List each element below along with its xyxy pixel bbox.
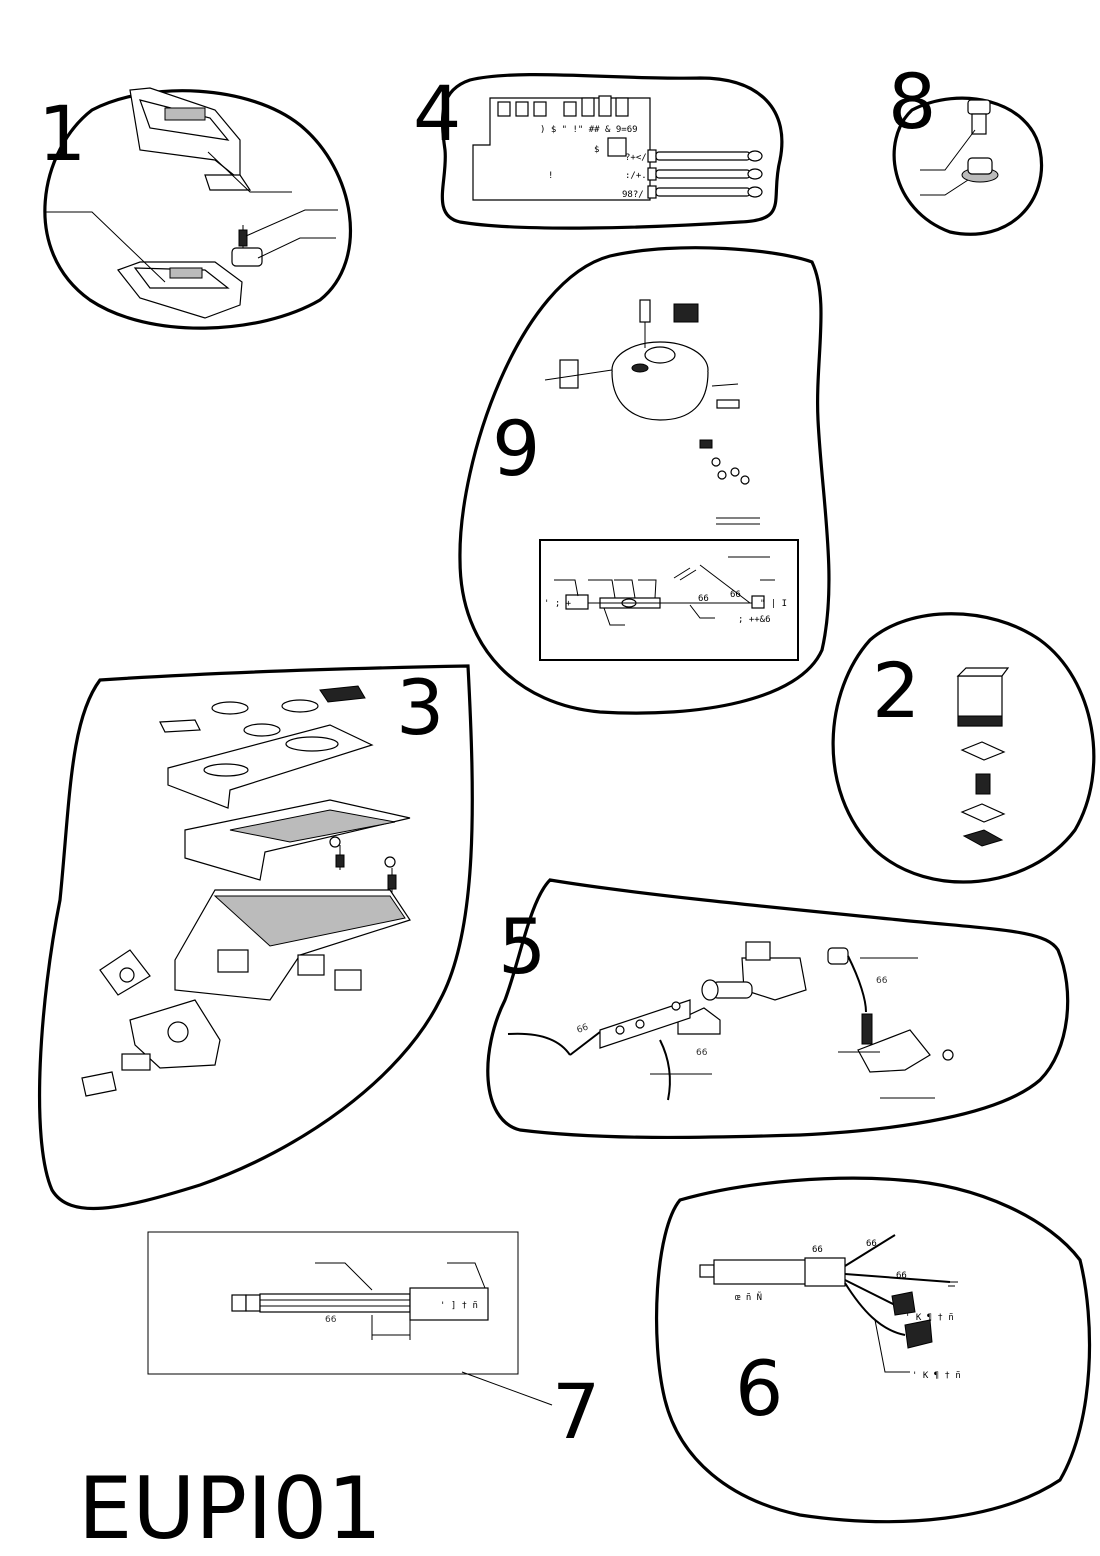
g9-wire-label-66: 66: [698, 594, 709, 604]
pcb-probes: [647, 149, 763, 199]
g9-wire-tag-left: ' ; +: [544, 599, 572, 609]
group-5-number: 5: [498, 902, 546, 991]
group-4-number: 4: [413, 69, 461, 158]
g9-wire-tag-right: " | I: [760, 599, 787, 609]
pcb-pin-label-1: ?+</: [625, 153, 647, 163]
group-3-number: 3: [396, 663, 444, 752]
group-5: 5 66 66 66: [486, 878, 1070, 1140]
group-7-number: 7: [552, 1367, 600, 1456]
diagram-title: EUPI01: [78, 1459, 382, 1556]
group-6-number: 6: [735, 1344, 783, 1433]
pcb-label-bang: !: [548, 171, 553, 181]
g6-wire-label-1: 66: [812, 1245, 823, 1255]
group-6: 6 66 66 66 œ ñ Ñ ' K ¶ † ñ ' K ¶ † ñ: [655, 1176, 1092, 1524]
g6-wire-label-2: 66: [866, 1239, 877, 1249]
group-3-screws: [329, 836, 397, 895]
group-9-number: 9: [492, 404, 540, 493]
g6-tag-1: œ ñ Ñ: [735, 1292, 762, 1303]
g6-tag-2: ' K ¶ † ñ: [905, 1313, 954, 1323]
pcb-components: [497, 95, 629, 157]
group-7: 7 66 ' ] † ñ: [147, 1231, 600, 1456]
g5-wire-label-3: 66: [876, 976, 888, 986]
group-1-number: 1: [38, 89, 86, 178]
group-1: 1: [38, 87, 352, 330]
pcb-label-row: ) $ " !" ## & 9=69: [540, 125, 638, 135]
group-8-number: 8: [888, 57, 936, 146]
g7-wire-label: 66: [325, 1315, 337, 1325]
group-2: 2: [831, 612, 1096, 884]
pcb-pin-label-2: :/+.: [625, 171, 647, 181]
g9-wire-label-66b: 66: [730, 590, 741, 600]
g6-tag-3: ' K ¶ † ñ: [912, 1371, 961, 1381]
group-9: 9 66: [458, 246, 831, 715]
pcb-label-dollar: $: [594, 145, 599, 155]
group-3: 3: [37, 663, 474, 1211]
g5-wire-label-2: 66: [696, 1048, 708, 1058]
pcb-pin-label-3: 98?/: [622, 190, 644, 200]
g7-tag: ' ] † ñ: [440, 1301, 478, 1311]
g5-wire-label-1: 66: [576, 1022, 590, 1035]
g6-wire-label-3: 66: [896, 1271, 907, 1281]
group-4: 4 ) $ " !" ## & 9=69 $ ! ?+</ :/+. 98?/: [413, 69, 784, 230]
group-2-number: 2: [872, 646, 920, 735]
group-8: 8: [888, 57, 1043, 236]
g9-wire-tag-sub: ; ++&6: [738, 615, 771, 625]
group-9-inset: [539, 539, 799, 661]
